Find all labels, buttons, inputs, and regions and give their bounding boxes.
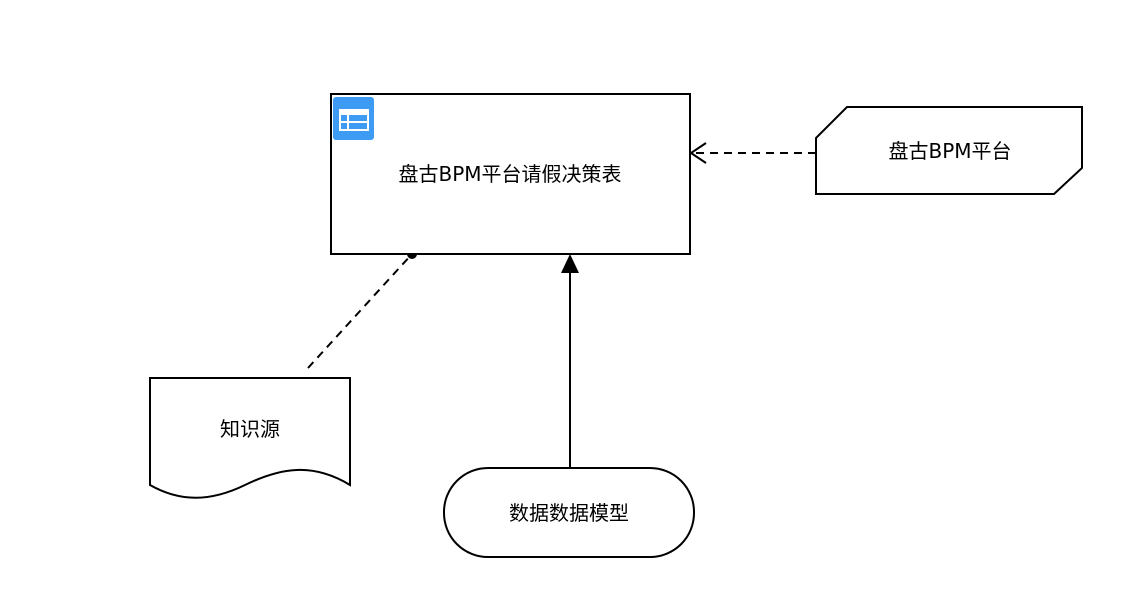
- knowledge-edge-line: [307, 253, 413, 369]
- decision-label: 盘古BPM平台请假决策表: [398, 162, 621, 186]
- authority-label: 盘古BPM平台: [888, 139, 1011, 163]
- input-data-label: 数据数据模型: [509, 501, 629, 525]
- knowledge-source-shape: [149, 377, 351, 499]
- decision-box: [330, 93, 691, 255]
- information-requirement-edge: [561, 254, 579, 468]
- input-data-node[interactable]: 数据数据模型: [443, 467, 695, 558]
- authority-requirement-edge: [689, 142, 816, 164]
- knowledge-requirement-edge: [307, 249, 417, 369]
- table-icon: [333, 97, 374, 140]
- authority-shape: [815, 106, 1083, 195]
- decision-node[interactable]: 盘古BPM平台请假决策表: [330, 93, 691, 255]
- input-data-shape: [443, 467, 695, 558]
- knowledge-source-node[interactable]: 知识源: [149, 377, 351, 499]
- filled-arrow-head: [561, 254, 579, 273]
- knowledge-source-label: 知识源: [220, 417, 280, 441]
- authority-node[interactable]: 盘古BPM平台: [815, 106, 1083, 195]
